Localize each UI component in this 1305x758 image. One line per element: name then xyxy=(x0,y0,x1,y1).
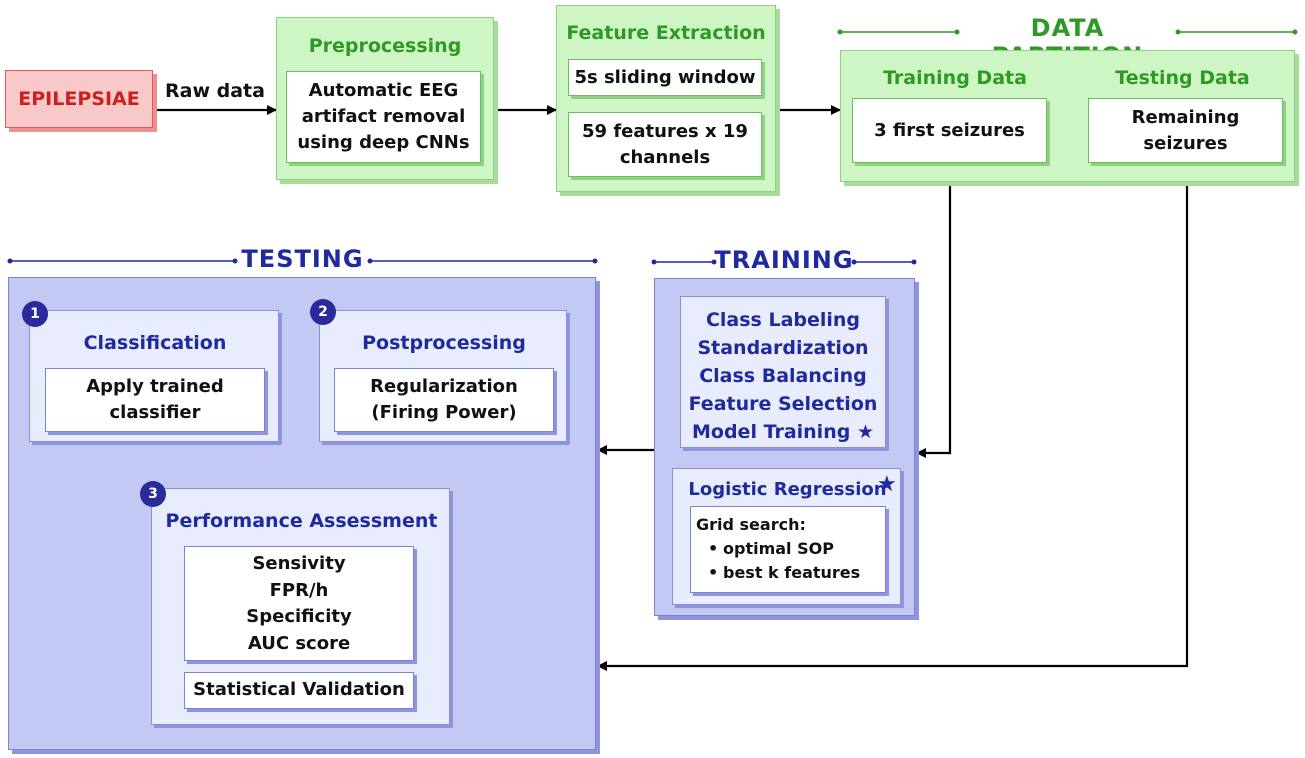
grid-item: • optimal SOP xyxy=(696,537,885,561)
preprocessing-title: Preprocessing xyxy=(308,35,462,57)
training-panel: Class Labeling Standardization Class Bal… xyxy=(654,278,915,616)
testing-panel: Classification Apply trained classifier … xyxy=(8,277,596,750)
training-step: Model Training xyxy=(692,421,851,443)
performance-box: Performance Assessment Sensivity FPR/h S… xyxy=(151,488,450,725)
training-step: Standardization xyxy=(697,337,869,359)
grid-search-label: Grid search: xyxy=(696,515,806,534)
feature-extraction-title: Feature Extraction xyxy=(566,22,766,44)
postprocessing-line: (Firing Power) xyxy=(371,402,517,423)
raw-data-label: Raw data xyxy=(165,80,265,102)
step-badge-2: 2 xyxy=(310,299,336,325)
preprocessing-panel: Preprocessing Automatic EEG artifact rem… xyxy=(276,17,494,180)
classification-box: Classification Apply trained classifier xyxy=(29,310,279,442)
metrics-box: Sensivity FPR/h Specificity AUC score xyxy=(184,546,414,661)
performance-title: Performance Assessment xyxy=(165,510,438,532)
classification-line: classifier xyxy=(109,402,201,423)
postprocessing-title: Postprocessing xyxy=(362,332,526,354)
metric: Sensivity xyxy=(252,553,346,574)
data-partition-panel: Training Data Testing Data 3 first seizu… xyxy=(840,50,1295,182)
feature-extraction-panel: Feature Extraction 5s sliding window 59 … xyxy=(556,5,776,192)
classification-title: Classification xyxy=(83,332,227,354)
testing-title: TESTING xyxy=(241,245,364,273)
features-line: 59 features x 19 xyxy=(582,120,748,142)
preprocessing-line: using deep CNNs xyxy=(297,132,470,153)
testing-data-line: Remaining xyxy=(1131,106,1240,128)
source-epilepsiae: EPILEPSIAE xyxy=(5,70,153,128)
preprocessing-box: Automatic EEG artifact removal using dee… xyxy=(286,71,481,163)
bullet-icon: • xyxy=(708,539,719,558)
metric: AUC score xyxy=(247,632,351,654)
testing-data-box: Remaining seizures xyxy=(1088,98,1283,163)
step-badge-3: 3 xyxy=(140,481,166,507)
training-data-box: 3 first seizures xyxy=(852,98,1047,163)
postprocessing-content: Regularization (Firing Power) xyxy=(334,368,554,432)
model-box: Logistic Regression ★ Grid search: • opt… xyxy=(672,468,901,605)
star-icon: ★ xyxy=(856,421,874,443)
model-title: Logistic Regression xyxy=(688,479,887,500)
source-label: EPILEPSIAE xyxy=(18,88,140,110)
training-step: Class Labeling xyxy=(705,309,861,331)
classification-content: Apply trained classifier xyxy=(45,368,265,432)
training-data-text: 3 first seizures xyxy=(874,119,1025,141)
postprocessing-box: Postprocessing Regularization (Firing Po… xyxy=(319,310,567,442)
metric: Specificity xyxy=(246,606,352,627)
features-box: 59 features x 19 channels xyxy=(568,112,762,177)
arrow-testing-data-to-testing xyxy=(597,163,1189,671)
postprocessing-line: Regularization xyxy=(370,375,518,397)
training-step-model: Model Training ★ xyxy=(681,418,885,446)
validation-text: Statistical Validation xyxy=(193,679,405,701)
arrow-training-data-to-training xyxy=(916,163,952,458)
window-box: 5s sliding window xyxy=(568,59,762,96)
metric: FPR/h xyxy=(269,579,329,601)
training-data-title: Training Data xyxy=(883,67,1027,89)
star-icon: ★ xyxy=(877,472,897,497)
preprocessing-line: Automatic EEG xyxy=(308,80,459,101)
preprocessing-line: artifact removal xyxy=(301,106,466,127)
grid-item-text: optimal SOP xyxy=(723,539,834,558)
grid-item-text: best k features xyxy=(723,563,861,582)
window-text: 5s sliding window xyxy=(574,66,756,88)
testing-data-line: seizures xyxy=(1143,132,1228,154)
training-steps-box: Class Labeling Standardization Class Bal… xyxy=(680,296,886,448)
step-badge-1: 1 xyxy=(22,301,48,327)
training-title: TRAINING xyxy=(714,246,854,274)
training-step: Feature Selection xyxy=(688,393,878,415)
testing-data-title: Testing Data xyxy=(1115,67,1250,89)
classification-line: Apply trained xyxy=(86,375,224,397)
bullet-icon: • xyxy=(708,563,719,582)
validation-box: Statistical Validation xyxy=(184,672,414,709)
grid-item: • best k features xyxy=(696,561,885,585)
grid-search-box: Grid search: • optimal SOP • best k feat… xyxy=(690,506,886,593)
features-line: channels xyxy=(619,146,711,168)
training-step: Class Balancing xyxy=(699,365,867,387)
